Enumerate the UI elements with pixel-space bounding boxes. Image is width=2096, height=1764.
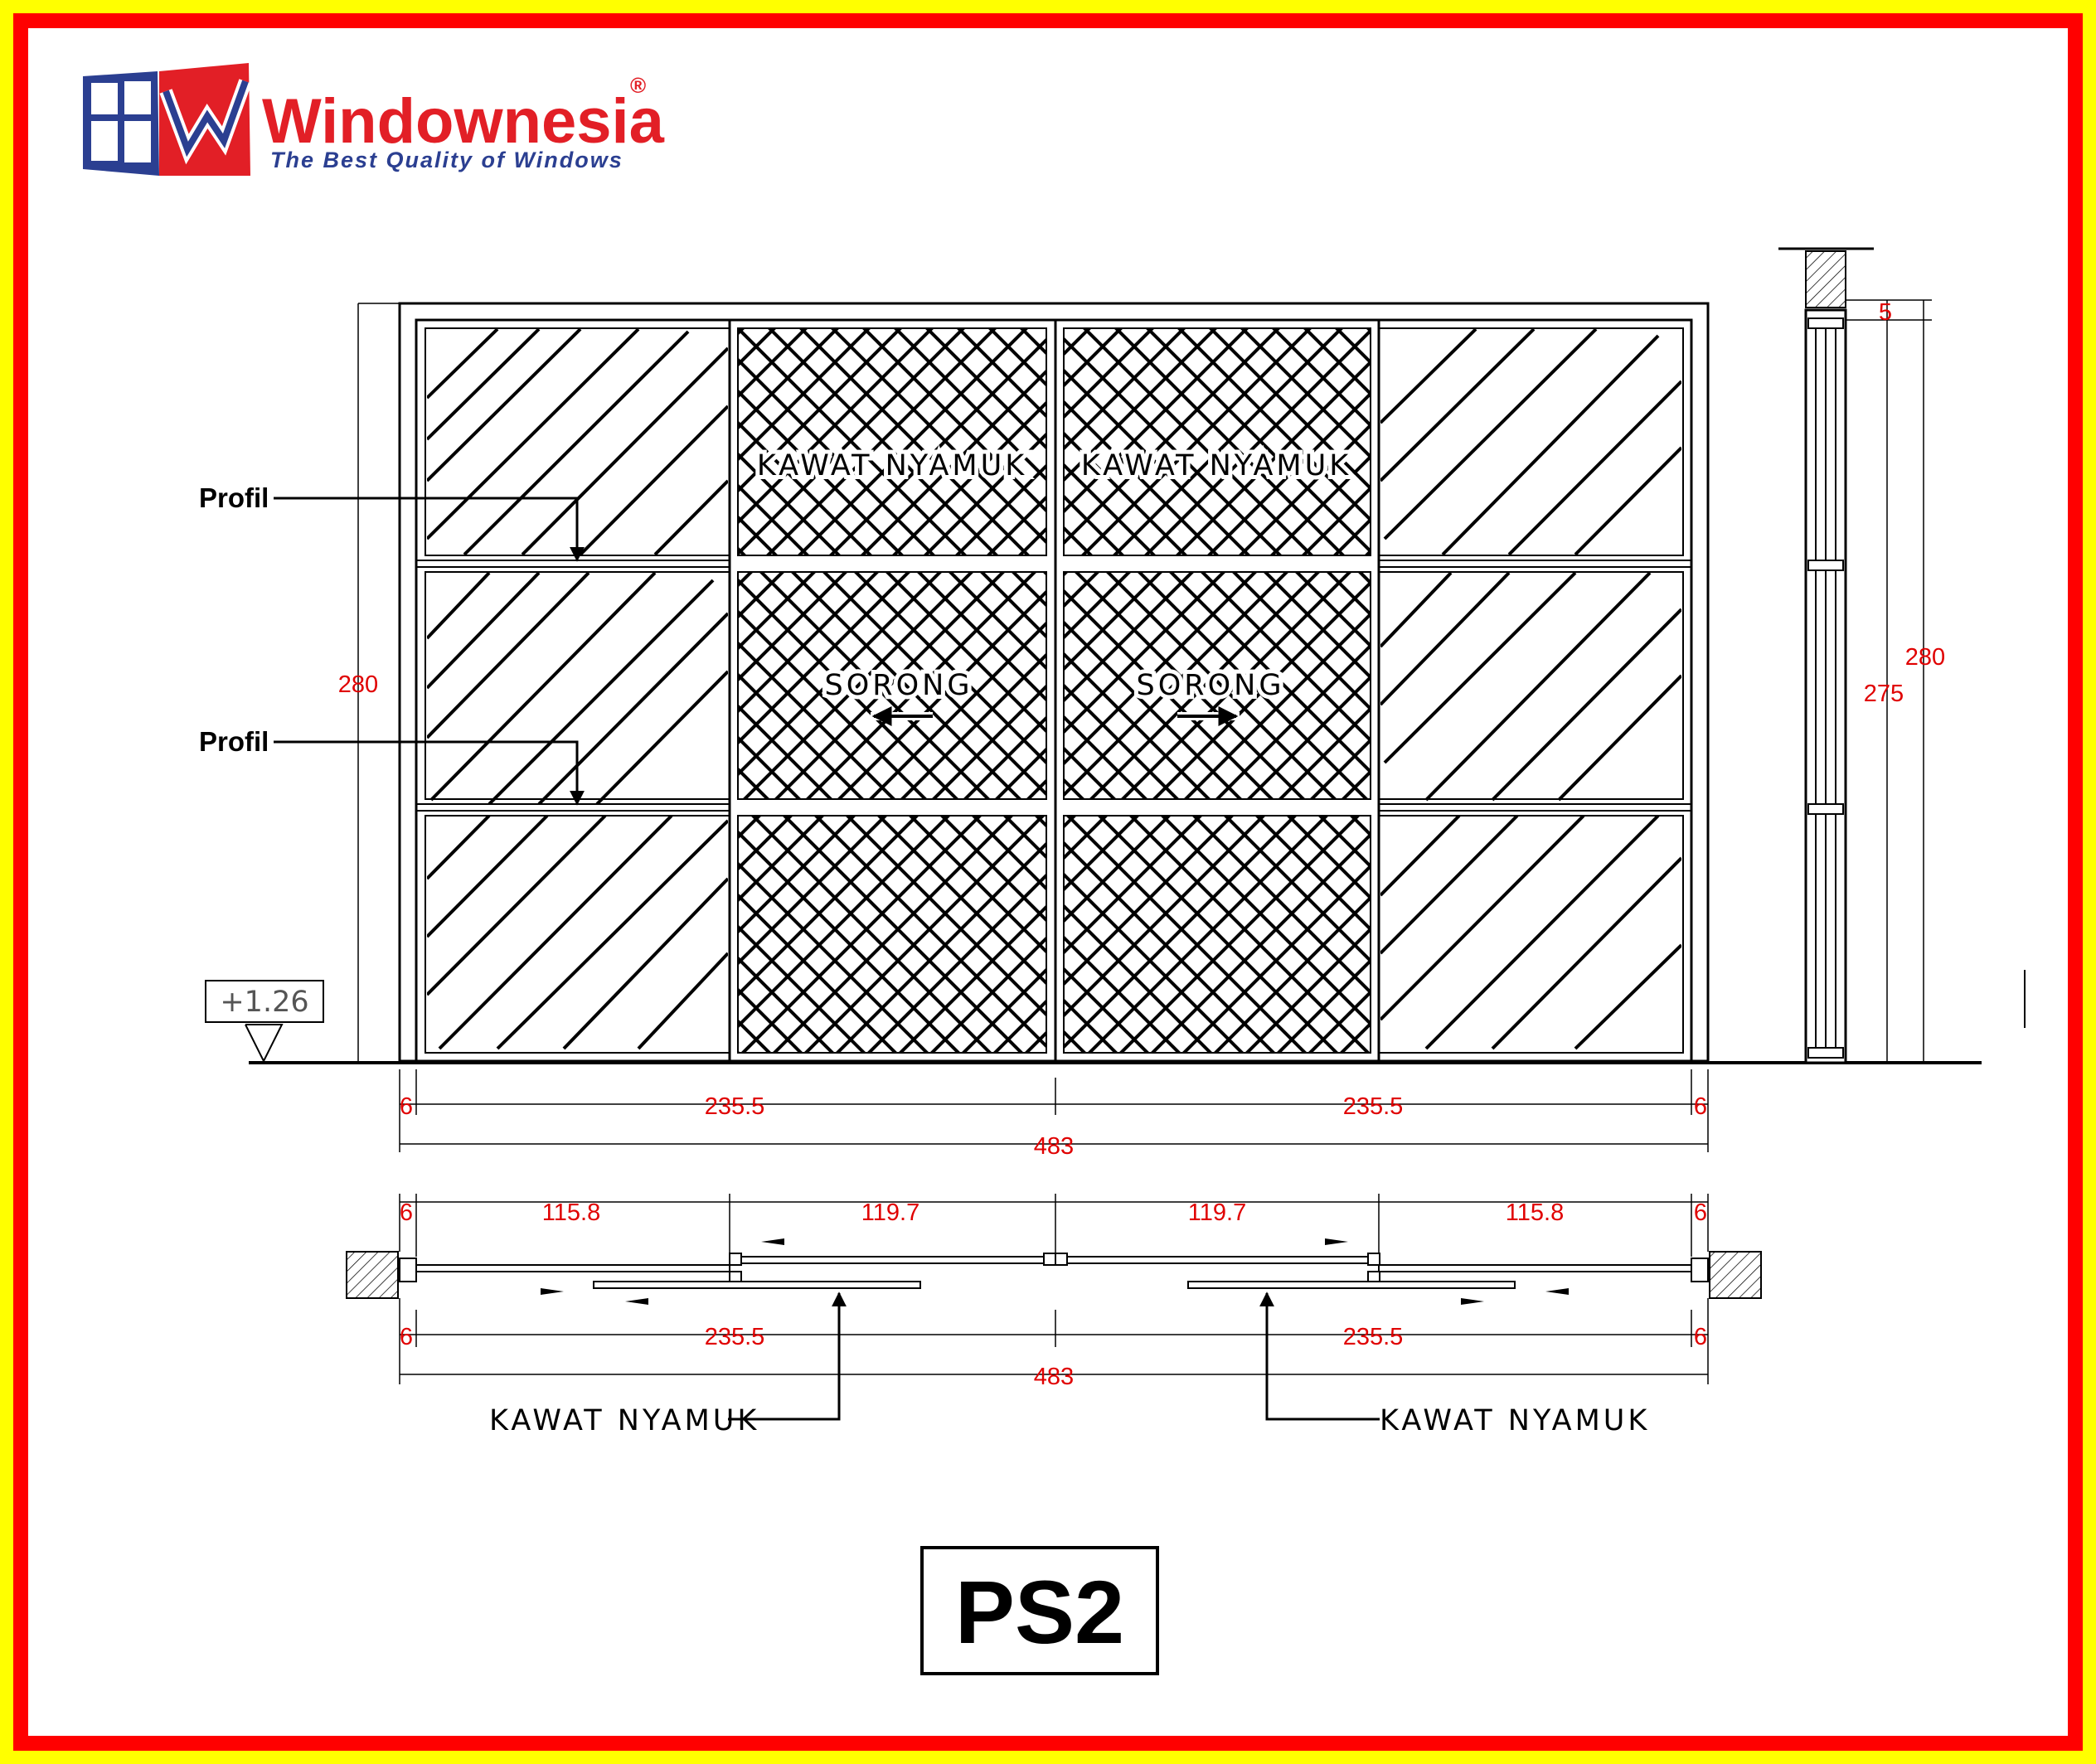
- windownesia-logo: Windownesia ® The Best Quality of Window…: [83, 63, 665, 176]
- model-code: PS2: [955, 1562, 1124, 1662]
- brand-name: Windownesia: [262, 86, 665, 157]
- slide-label-left: SORONG: [825, 669, 973, 702]
- profil-callout-bottom: Profil: [199, 726, 585, 806]
- screen-callout-left: KAWAT NYAMUK: [489, 1404, 759, 1437]
- mesh-panel: [1063, 327, 1371, 556]
- mesh-panel: [737, 815, 1047, 1054]
- profil-label: Profil: [199, 726, 269, 757]
- plan-dim-pane-left: 115.8: [542, 1199, 600, 1226]
- profil-callout-top: Profil: [199, 482, 585, 562]
- dim-end-right: 6: [1694, 1093, 1707, 1120]
- height-dim-left: 280: [338, 671, 378, 698]
- sheet-background: [28, 28, 2068, 1736]
- mesh-panel: [1063, 815, 1371, 1054]
- screen-label-right: KAWAT NYAMUK: [1081, 449, 1351, 482]
- screen-label-left: KAWAT NYAMUK: [757, 449, 1027, 482]
- screen-callout-right: KAWAT NYAMUK: [1380, 1404, 1650, 1437]
- dim-end-left: 6: [400, 1093, 413, 1120]
- side-section: [1778, 247, 2026, 1064]
- dim-half-right: 235.5: [1343, 1093, 1404, 1120]
- model-code-box: PS2: [920, 1546, 1159, 1675]
- plan-dim-half-left: 235.5: [705, 1324, 765, 1350]
- slide-label-right: SORONG: [1137, 669, 1285, 702]
- window-logo-icon: [83, 63, 252, 176]
- side-dim-top-gap: 5: [1879, 299, 1892, 326]
- side-dim-inner-height: 275: [1864, 681, 1904, 707]
- level-marker: +1.26: [205, 980, 324, 1064]
- screen-panels: [737, 327, 1371, 1054]
- profil-label: Profil: [199, 482, 269, 513]
- plan-dim-end-left-b: 6: [400, 1324, 413, 1350]
- wall-right: [1709, 1251, 1762, 1299]
- level-value: +1.26: [220, 986, 308, 1019]
- plan-dim-half-right: 235.5: [1343, 1324, 1404, 1350]
- plan-callout-left: KAWAT NYAMUK: [489, 1292, 847, 1437]
- mesh-panel: [737, 571, 1047, 800]
- registered-mark: ®: [630, 73, 646, 98]
- mesh-panel: [737, 327, 1047, 556]
- plan-dim-screen-right: 119.7: [1188, 1199, 1246, 1226]
- side-dim-outer-height: 280: [1905, 644, 1945, 671]
- plan-view: [346, 1238, 1762, 1305]
- dim-total: 483: [1034, 1133, 1074, 1160]
- mesh-panel: [1063, 571, 1371, 800]
- plan-dim-pane-right: 115.8: [1506, 1199, 1564, 1226]
- plan-callout-right: KAWAT NYAMUK: [1259, 1292, 1650, 1437]
- plan-dim-end-left: 6: [400, 1199, 413, 1226]
- plan-bottom-dims: [399, 1298, 1709, 1384]
- plan-dim-end-right: 6: [1694, 1199, 1707, 1226]
- plan-dim-end-right-b: 6: [1694, 1324, 1707, 1350]
- elevation-width-dims: [399, 1069, 1709, 1152]
- dim-half-left: 235.5: [705, 1093, 765, 1120]
- brand-tagline: The Best Quality of Windows: [270, 148, 623, 172]
- plan-dim-total: 483: [1034, 1364, 1074, 1390]
- wall-left: [346, 1251, 399, 1299]
- plan-dim-screen-left: 119.7: [861, 1199, 919, 1226]
- plan-top-dims: [399, 1194, 1709, 1257]
